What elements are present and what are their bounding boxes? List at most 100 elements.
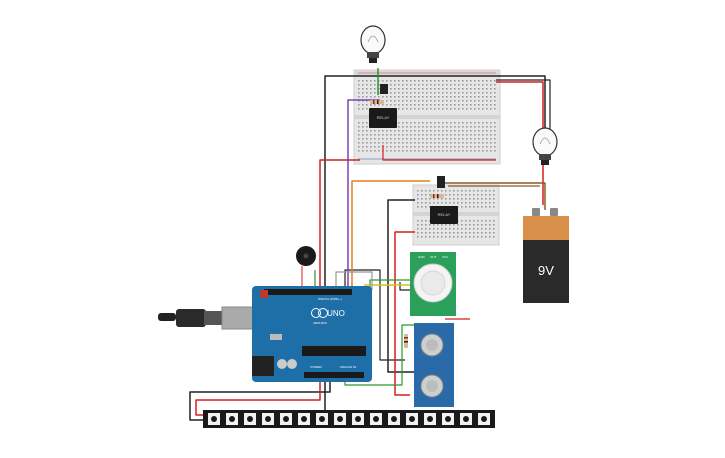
- transistor-1[interactable]: [380, 84, 388, 94]
- breadboard-hole: [374, 84, 376, 86]
- breadboard-hole: [442, 122, 444, 124]
- breadboard-hole: [434, 126, 436, 128]
- breadboard-hole: [406, 84, 408, 86]
- battery-9v[interactable]: 9V: [523, 208, 569, 303]
- breadboard-hole: [394, 92, 396, 94]
- breadboard-hole: [441, 198, 443, 200]
- breadboard-hole: [434, 150, 436, 152]
- breadboard-hole: [414, 80, 416, 82]
- breadboard-hole: [477, 224, 479, 226]
- breadboard-hole: [449, 194, 451, 196]
- breadboard-hole: [378, 88, 380, 90]
- breadboard-hole: [362, 146, 364, 148]
- breadboard-hole: [390, 88, 392, 90]
- light-bulb-1[interactable]: [360, 25, 386, 63]
- led-strip[interactable]: [203, 410, 495, 428]
- breadboard-hole: [417, 206, 419, 208]
- light-bulb-2[interactable]: [532, 127, 558, 165]
- relay-module-2[interactable]: RELAY: [430, 206, 458, 224]
- breadboard-hole: [406, 100, 408, 102]
- breadboard-hole: [430, 122, 432, 124]
- breadboard-hole: [390, 142, 392, 144]
- breadboard-hole: [442, 100, 444, 102]
- breadboard-hole: [410, 104, 412, 106]
- breadboard-hole: [418, 80, 420, 82]
- breadboard-hole: [422, 88, 424, 90]
- breadboard-hole: [478, 108, 480, 110]
- breadboard-hole: [418, 104, 420, 106]
- breadboard-hole: [458, 108, 460, 110]
- breadboard-hole: [402, 84, 404, 86]
- breadboard-hole: [425, 194, 427, 196]
- breadboard-hole: [457, 194, 459, 196]
- breadboard-hole: [462, 108, 464, 110]
- breadboard-hole: [458, 92, 460, 94]
- breadboard-hole: [482, 150, 484, 152]
- breadboard-hole: [390, 100, 392, 102]
- breadboard-hole: [434, 88, 436, 90]
- breadboard-hole: [418, 142, 420, 144]
- breadboard-hole: [366, 138, 368, 140]
- breadboard-hole: [486, 150, 488, 152]
- breadboard-hole: [374, 134, 376, 136]
- ultrasonic-sensor[interactable]: [414, 323, 454, 407]
- breadboard-hole: [461, 194, 463, 196]
- breadboard-hole: [386, 130, 388, 132]
- breadboard-hole: [429, 232, 431, 234]
- breadboard-hole: [390, 146, 392, 148]
- breadboard-hole: [470, 134, 472, 136]
- breadboard-hole: [494, 88, 496, 90]
- breadboard-hole: [442, 142, 444, 144]
- breadboard-hole: [398, 146, 400, 148]
- breadboard-hole: [417, 220, 419, 222]
- breadboard-hole: [474, 96, 476, 98]
- breadboard-hole: [454, 92, 456, 94]
- breadboard-hole: [489, 206, 491, 208]
- breadboard-hole: [442, 80, 444, 82]
- resistor-2[interactable]: [430, 194, 444, 198]
- led-pixel-chip: [211, 416, 217, 422]
- breadboard-hole: [486, 122, 488, 124]
- breadboard-hole: [446, 122, 448, 124]
- breadboard-hole: [410, 142, 412, 144]
- breadboard-hole: [429, 198, 431, 200]
- breadboard-hole: [454, 84, 456, 86]
- breadboard-hole: [477, 220, 479, 222]
- breadboard-hole: [446, 92, 448, 94]
- breadboard-hole: [485, 228, 487, 230]
- breadboard-hole: [422, 146, 424, 148]
- breadboard-hole: [390, 92, 392, 94]
- breadboard-hole: [433, 236, 435, 238]
- piezo-buzzer[interactable]: [296, 246, 316, 290]
- breadboard-hole: [418, 134, 420, 136]
- resistor-3[interactable]: [404, 334, 408, 348]
- svg-text:POWER: POWER: [310, 365, 322, 369]
- breadboard-hole: [417, 236, 419, 238]
- breadboard-hole: [394, 88, 396, 90]
- breadboard-hole: [425, 198, 427, 200]
- breadboard-hole: [414, 130, 416, 132]
- breadboard-hole: [410, 108, 412, 110]
- breadboard-hole: [474, 84, 476, 86]
- resistor-1[interactable]: [370, 100, 384, 104]
- breadboard-hole: [421, 194, 423, 196]
- breadboard-hole: [438, 134, 440, 136]
- breadboard-hole: [469, 232, 471, 234]
- relay-module-1[interactable]: RELAY: [369, 108, 397, 128]
- breadboard-hole: [438, 92, 440, 94]
- breadboard-hole: [414, 134, 416, 136]
- transistor-2[interactable]: [437, 176, 445, 188]
- breadboard-hole: [461, 190, 463, 192]
- pir-motion-sensor[interactable]: GND OUT VCC: [410, 252, 456, 316]
- breadboard-hole: [494, 104, 496, 106]
- breadboard-hole: [362, 142, 364, 144]
- arduino-uno-board[interactable]: UNO ARDUINO DIGITAL (PWM ~) ANALOG IN PO…: [252, 286, 372, 382]
- breadboard-hole: [410, 96, 412, 98]
- breadboard-hole: [469, 206, 471, 208]
- breadboard-hole: [394, 100, 396, 102]
- breadboard-hole: [449, 198, 451, 200]
- breadboard-hole: [494, 150, 496, 152]
- breadboard-hole: [490, 126, 492, 128]
- breadboard-hole: [494, 80, 496, 82]
